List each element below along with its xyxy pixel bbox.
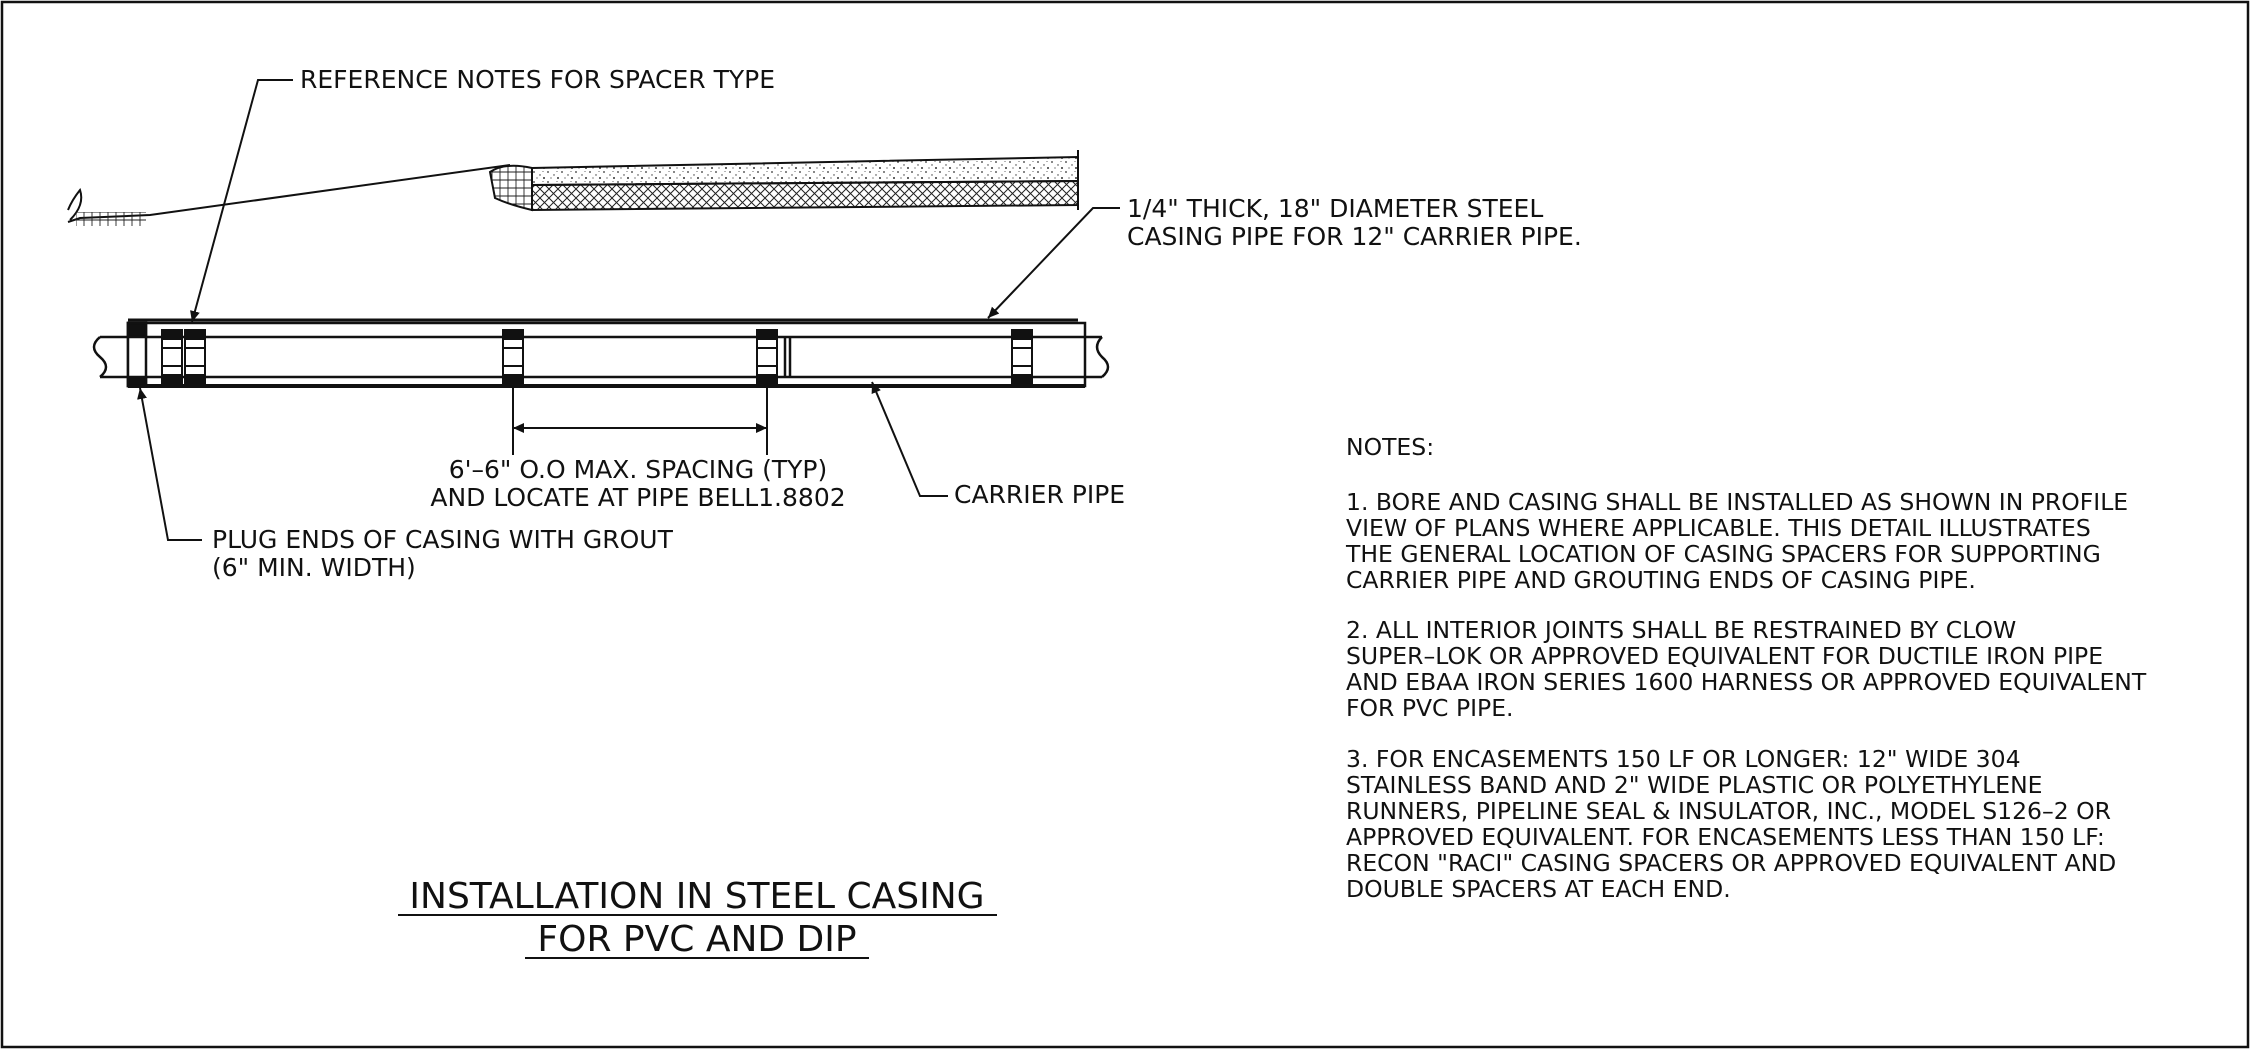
note-1-line: THE GENERAL LOCATION OF CASING SPACERS F… [1345, 540, 2101, 568]
note-2-line: FOR PVC PIPE. [1346, 694, 1514, 722]
detail-title-line1: INSTALLATION IN STEEL CASING [409, 876, 984, 917]
casing-pipe-leader [987, 207, 1120, 319]
carrier-pipe-label: CARRIER PIPE [954, 480, 1125, 509]
leader-lines [137, 79, 1120, 541]
note-2-line: AND EBAA IRON SERIES 1600 HARNESS OR APP… [1346, 668, 2147, 696]
note-2-line: SUPER–LOK OR APPROVED EQUIVALENT FOR DUC… [1346, 642, 2103, 670]
note-3-line: RECON "RACI" CASING SPACERS OR APPROVED … [1346, 849, 2116, 877]
plug-ends-label-line1: PLUG ENDS OF CASING WITH GROUT [212, 525, 674, 554]
note-1-line: 1. BORE AND CASING SHALL BE INSTALLED AS… [1346, 488, 2128, 516]
casing-spacer [756, 329, 778, 385]
detail-title-line2: FOR PVC AND DIP [537, 919, 856, 960]
casing-spacer [161, 329, 183, 385]
casing-spacer [502, 329, 524, 385]
plug-ends-leader [137, 387, 202, 541]
note-1-line: CARRIER PIPE AND GROUTING ENDS OF CASING… [1346, 566, 1976, 594]
spacing-dimension [512, 388, 768, 455]
ground-profile [67, 150, 1079, 226]
note-3-line: DOUBLE SPACERS AT EACH END. [1346, 875, 1731, 903]
casing-spacer [184, 329, 206, 385]
spacing-label-line2: AND LOCATE AT PIPE BELL1.8802 [430, 483, 845, 512]
pipe-assembly [92, 318, 1110, 388]
carrier-pipe-leader [871, 381, 948, 497]
note-3-line: STAINLESS BAND AND 2" WIDE PLASTIC OR PO… [1346, 771, 2043, 799]
spacing-label-line1: 6'–6" O.O MAX. SPACING (TYP) [449, 455, 828, 484]
reference-notes-leader [190, 79, 293, 323]
note-1-line: VIEW OF PLANS WHERE APPLICABLE. THIS DET… [1346, 514, 2091, 542]
note-3-line: 3. FOR ENCASEMENTS 150 LF OR LONGER: 12"… [1346, 745, 2021, 773]
notes-heading: NOTES: [1346, 433, 1434, 461]
note-2-line: 2. ALL INTERIOR JOINTS SHALL BE RESTRAIN… [1346, 616, 2016, 644]
note-3-line: RUNNERS, PIPELINE SEAL & INSULATOR, INC.… [1346, 797, 2111, 825]
casing-spacer [1011, 329, 1033, 385]
casing-pipe-label-line1: 1/4" THICK, 18" DIAMETER STEEL [1127, 194, 1543, 223]
plug-ends-label-line2: (6" MIN. WIDTH) [212, 553, 416, 582]
note-3-line: APPROVED EQUIVALENT. FOR ENCASEMENTS LES… [1346, 823, 2105, 851]
reference-notes-label: REFERENCE NOTES FOR SPACER TYPE [300, 65, 775, 94]
carrier-pipe [100, 335, 1102, 379]
casing-pipe-label-line2: CASING PIPE FOR 12" CARRIER PIPE. [1127, 222, 1582, 251]
casing-spacers [161, 329, 1033, 385]
